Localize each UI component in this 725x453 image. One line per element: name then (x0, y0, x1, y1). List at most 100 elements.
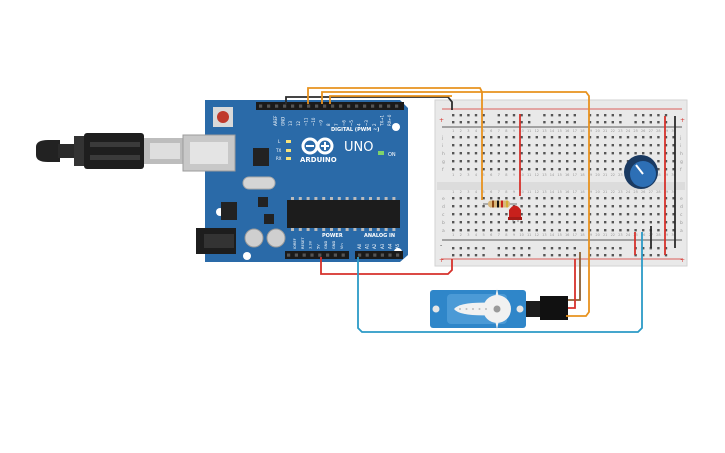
breadboard-hole[interactable] (459, 144, 462, 147)
breadboard-hole[interactable] (459, 136, 462, 139)
breadboard-hole[interactable] (497, 121, 500, 124)
breadboard-hole[interactable] (474, 205, 478, 208)
breadboard-hole[interactable] (550, 144, 554, 147)
breadboard-hole[interactable] (459, 205, 462, 208)
breadboard-hole[interactable] (459, 229, 462, 232)
header-pin[interactable] (355, 104, 359, 108)
breadboard-hole[interactable] (649, 205, 652, 208)
header-pin[interactable] (371, 104, 375, 108)
breadboard-hole[interactable] (543, 121, 546, 124)
breadboard-hole[interactable] (566, 247, 569, 250)
breadboard-hole[interactable] (520, 213, 523, 216)
breadboard-hole[interactable] (490, 197, 493, 200)
breadboard-hole[interactable] (566, 114, 569, 117)
breadboard-hole[interactable] (520, 144, 523, 147)
breadboard-hole[interactable] (657, 121, 660, 124)
breadboard-hole[interactable] (528, 221, 531, 224)
breadboard-hole[interactable] (482, 197, 485, 200)
potentiometer-icon[interactable] (624, 155, 658, 189)
breadboard-hole[interactable] (619, 168, 622, 171)
breadboard-hole[interactable] (573, 221, 576, 224)
breadboard-hole[interactable] (657, 229, 660, 232)
breadboard-hole[interactable] (452, 229, 455, 232)
breadboard-hole[interactable] (550, 121, 554, 124)
header-pin[interactable] (287, 253, 291, 257)
breadboard-hole[interactable] (573, 197, 576, 200)
breadboard-hole[interactable] (505, 254, 508, 257)
breadboard-hole[interactable] (611, 168, 614, 171)
breadboard-hole[interactable] (664, 197, 668, 200)
breadboard-hole[interactable] (474, 144, 478, 147)
breadboard-hole[interactable] (596, 114, 599, 117)
breadboard-hole[interactable] (558, 247, 561, 250)
breadboard-hole[interactable] (505, 221, 508, 224)
breadboard-hole[interactable] (573, 247, 576, 250)
header-pin[interactable] (318, 253, 322, 257)
breadboard-hole[interactable] (657, 114, 660, 117)
breadboard-hole[interactable] (550, 229, 554, 232)
breadboard-hole[interactable] (535, 221, 538, 224)
breadboard-hole[interactable] (558, 152, 561, 155)
breadboard-hole[interactable] (467, 254, 470, 257)
breadboard-hole[interactable] (611, 247, 614, 250)
breadboard-hole[interactable] (566, 197, 569, 200)
breadboard-hole[interactable] (467, 197, 470, 200)
breadboard-hole[interactable] (604, 229, 607, 232)
header-pin[interactable] (363, 104, 367, 108)
breadboard-hole[interactable] (520, 168, 523, 171)
breadboard-hole[interactable] (558, 197, 561, 200)
breadboard-hole[interactable] (604, 152, 607, 155)
breadboard-hole[interactable] (528, 121, 531, 124)
breadboard-hole[interactable] (588, 144, 592, 147)
breadboard-hole[interactable] (573, 152, 576, 155)
breadboard-hole[interactable] (611, 229, 614, 232)
breadboard-hole[interactable] (588, 213, 592, 216)
breadboard-hole[interactable] (558, 168, 561, 171)
breadboard-hole[interactable] (467, 152, 470, 155)
breadboard-hole[interactable] (634, 213, 637, 216)
header-pin[interactable] (373, 253, 377, 257)
breadboard-hole[interactable] (626, 144, 630, 147)
breadboard-hole[interactable] (467, 114, 470, 117)
breadboard-hole[interactable] (642, 247, 645, 250)
breadboard-hole[interactable] (657, 247, 660, 250)
breadboard-hole[interactable] (535, 197, 538, 200)
breadboard-hole[interactable] (588, 121, 592, 124)
breadboard-hole[interactable] (482, 121, 485, 124)
breadboard-hole[interactable] (588, 160, 592, 163)
breadboard-hole[interactable] (452, 152, 455, 155)
breadboard-hole[interactable] (528, 254, 531, 257)
breadboard-hole[interactable] (588, 229, 592, 232)
breadboard-hole[interactable] (520, 197, 523, 200)
breadboard-hole[interactable] (581, 136, 584, 139)
breadboard-hole[interactable] (619, 152, 622, 155)
breadboard-hole[interactable] (505, 121, 508, 124)
breadboard-hole[interactable] (581, 152, 584, 155)
breadboard-hole[interactable] (505, 197, 508, 200)
breadboard-hole[interactable] (474, 247, 478, 250)
breadboard-hole[interactable] (619, 114, 622, 117)
header-pin[interactable] (396, 253, 400, 257)
breadboard-hole[interactable] (558, 144, 561, 147)
breadboard-hole[interactable] (512, 121, 516, 124)
breadboard-hole[interactable] (649, 254, 652, 257)
breadboard-hole[interactable] (649, 221, 652, 224)
breadboard-hole[interactable] (573, 205, 576, 208)
breadboard-hole[interactable] (596, 136, 599, 139)
breadboard-hole[interactable] (528, 229, 531, 232)
breadboard-hole[interactable] (490, 213, 493, 216)
breadboard-hole[interactable] (459, 213, 462, 216)
breadboard-hole[interactable] (664, 121, 668, 124)
breadboard-hole[interactable] (626, 221, 630, 224)
breadboard-hole[interactable] (490, 168, 493, 171)
breadboard-hole[interactable] (649, 213, 652, 216)
breadboard-hole[interactable] (512, 197, 516, 200)
breadboard-hole[interactable] (596, 152, 599, 155)
breadboard-hole[interactable] (520, 229, 523, 232)
breadboard-hole[interactable] (528, 247, 531, 250)
breadboard-hole[interactable] (497, 247, 500, 250)
breadboard-hole[interactable] (497, 152, 500, 155)
breadboard-hole[interactable] (520, 247, 523, 250)
breadboard-hole[interactable] (588, 247, 592, 250)
breadboard-hole[interactable] (611, 254, 614, 257)
